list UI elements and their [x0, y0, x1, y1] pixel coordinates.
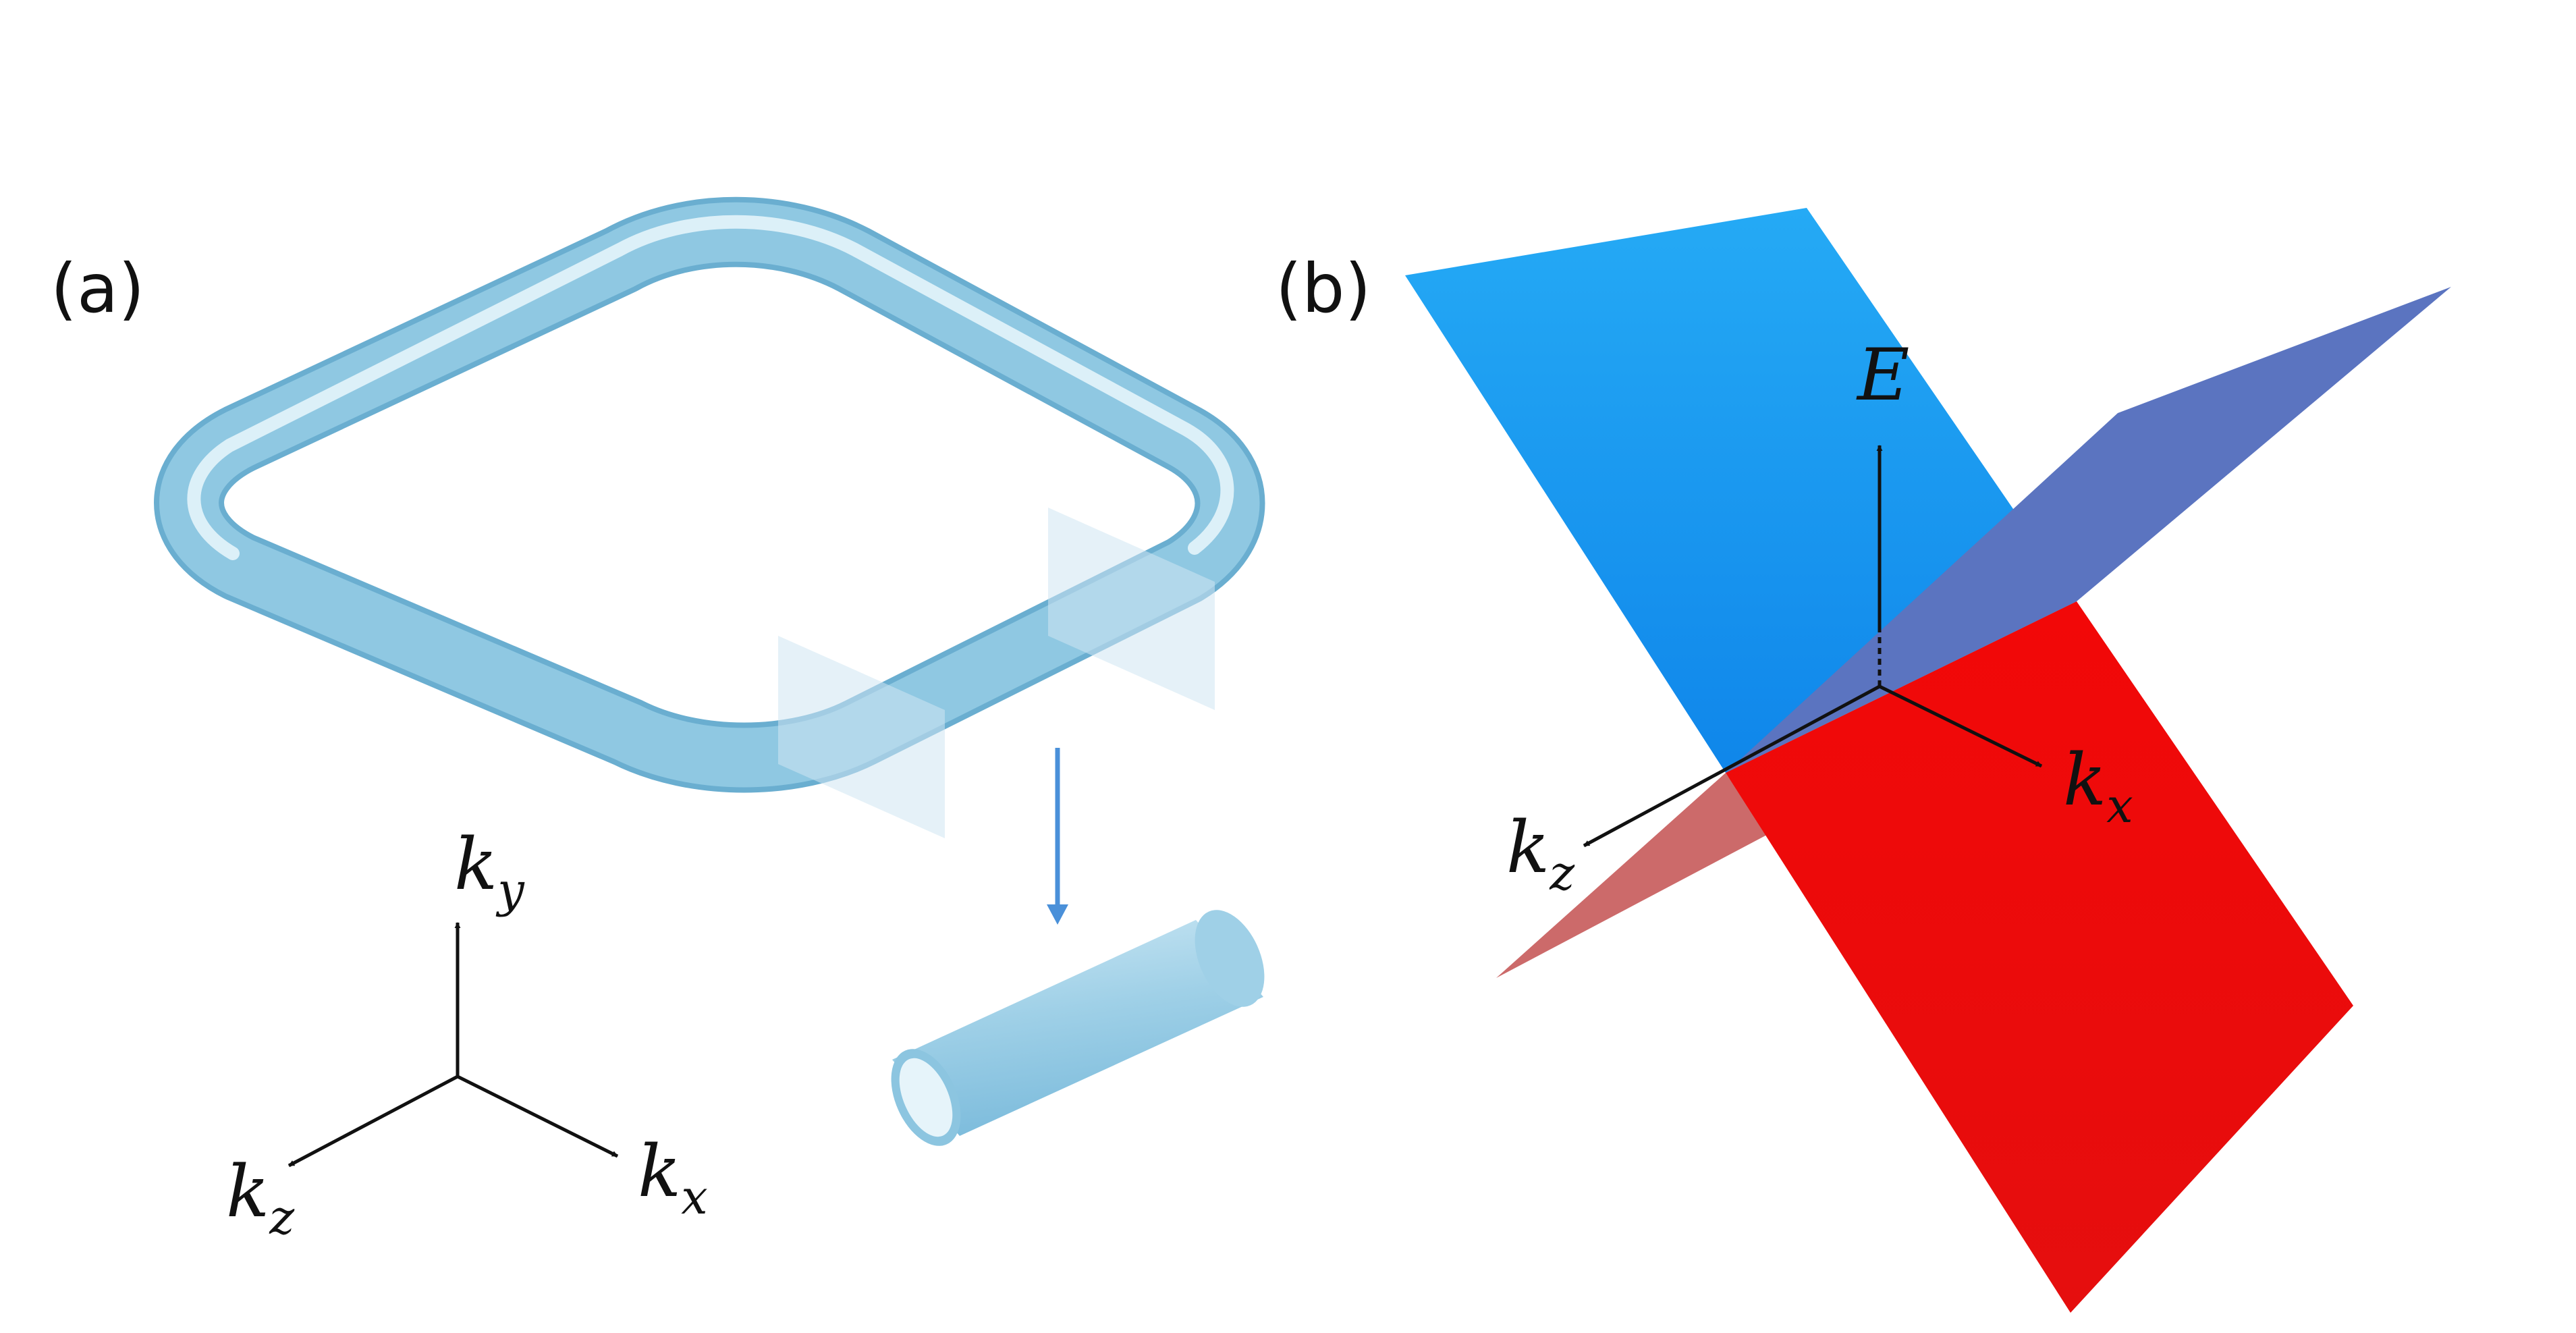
nodal-line-ring [154, 196, 1265, 793]
ky-label: ky [454, 823, 525, 918]
tilted-plane-lower [1496, 773, 1767, 978]
panel-a-label: (a) [51, 249, 144, 328]
lower-band-surface [1726, 601, 2353, 1313]
kz-label: kz [226, 1150, 295, 1245]
tube-segment [891, 910, 1265, 1146]
panel-b-label: (b) [1276, 249, 1371, 328]
ring-highlight [187, 215, 1234, 560]
kx-label-b: kx [2063, 738, 2133, 834]
panel-b: (b) E kx kz [1276, 208, 2451, 1313]
ring-body [159, 202, 1260, 788]
slice-plane-left [778, 636, 945, 838]
kx-axis-b [1878, 684, 2043, 768]
panel-a: (a) ky kx kz [51, 196, 1265, 1245]
axes-b: E kx kz [1506, 333, 2133, 901]
kx-axis [456, 1074, 619, 1158]
kz-axis-b [1583, 684, 1881, 848]
kz-label-b: kz [1506, 806, 1575, 901]
tilted-plane-upper [1726, 287, 2451, 773]
energy-label: E [1856, 333, 1909, 416]
zoom-arrow [1047, 748, 1068, 925]
kz-axis [287, 1074, 459, 1168]
slice-plane-right [1048, 508, 1215, 710]
ring-shadow [154, 196, 1265, 793]
axes-a: ky kx kz [226, 823, 708, 1245]
kx-label: kx [638, 1130, 708, 1225]
